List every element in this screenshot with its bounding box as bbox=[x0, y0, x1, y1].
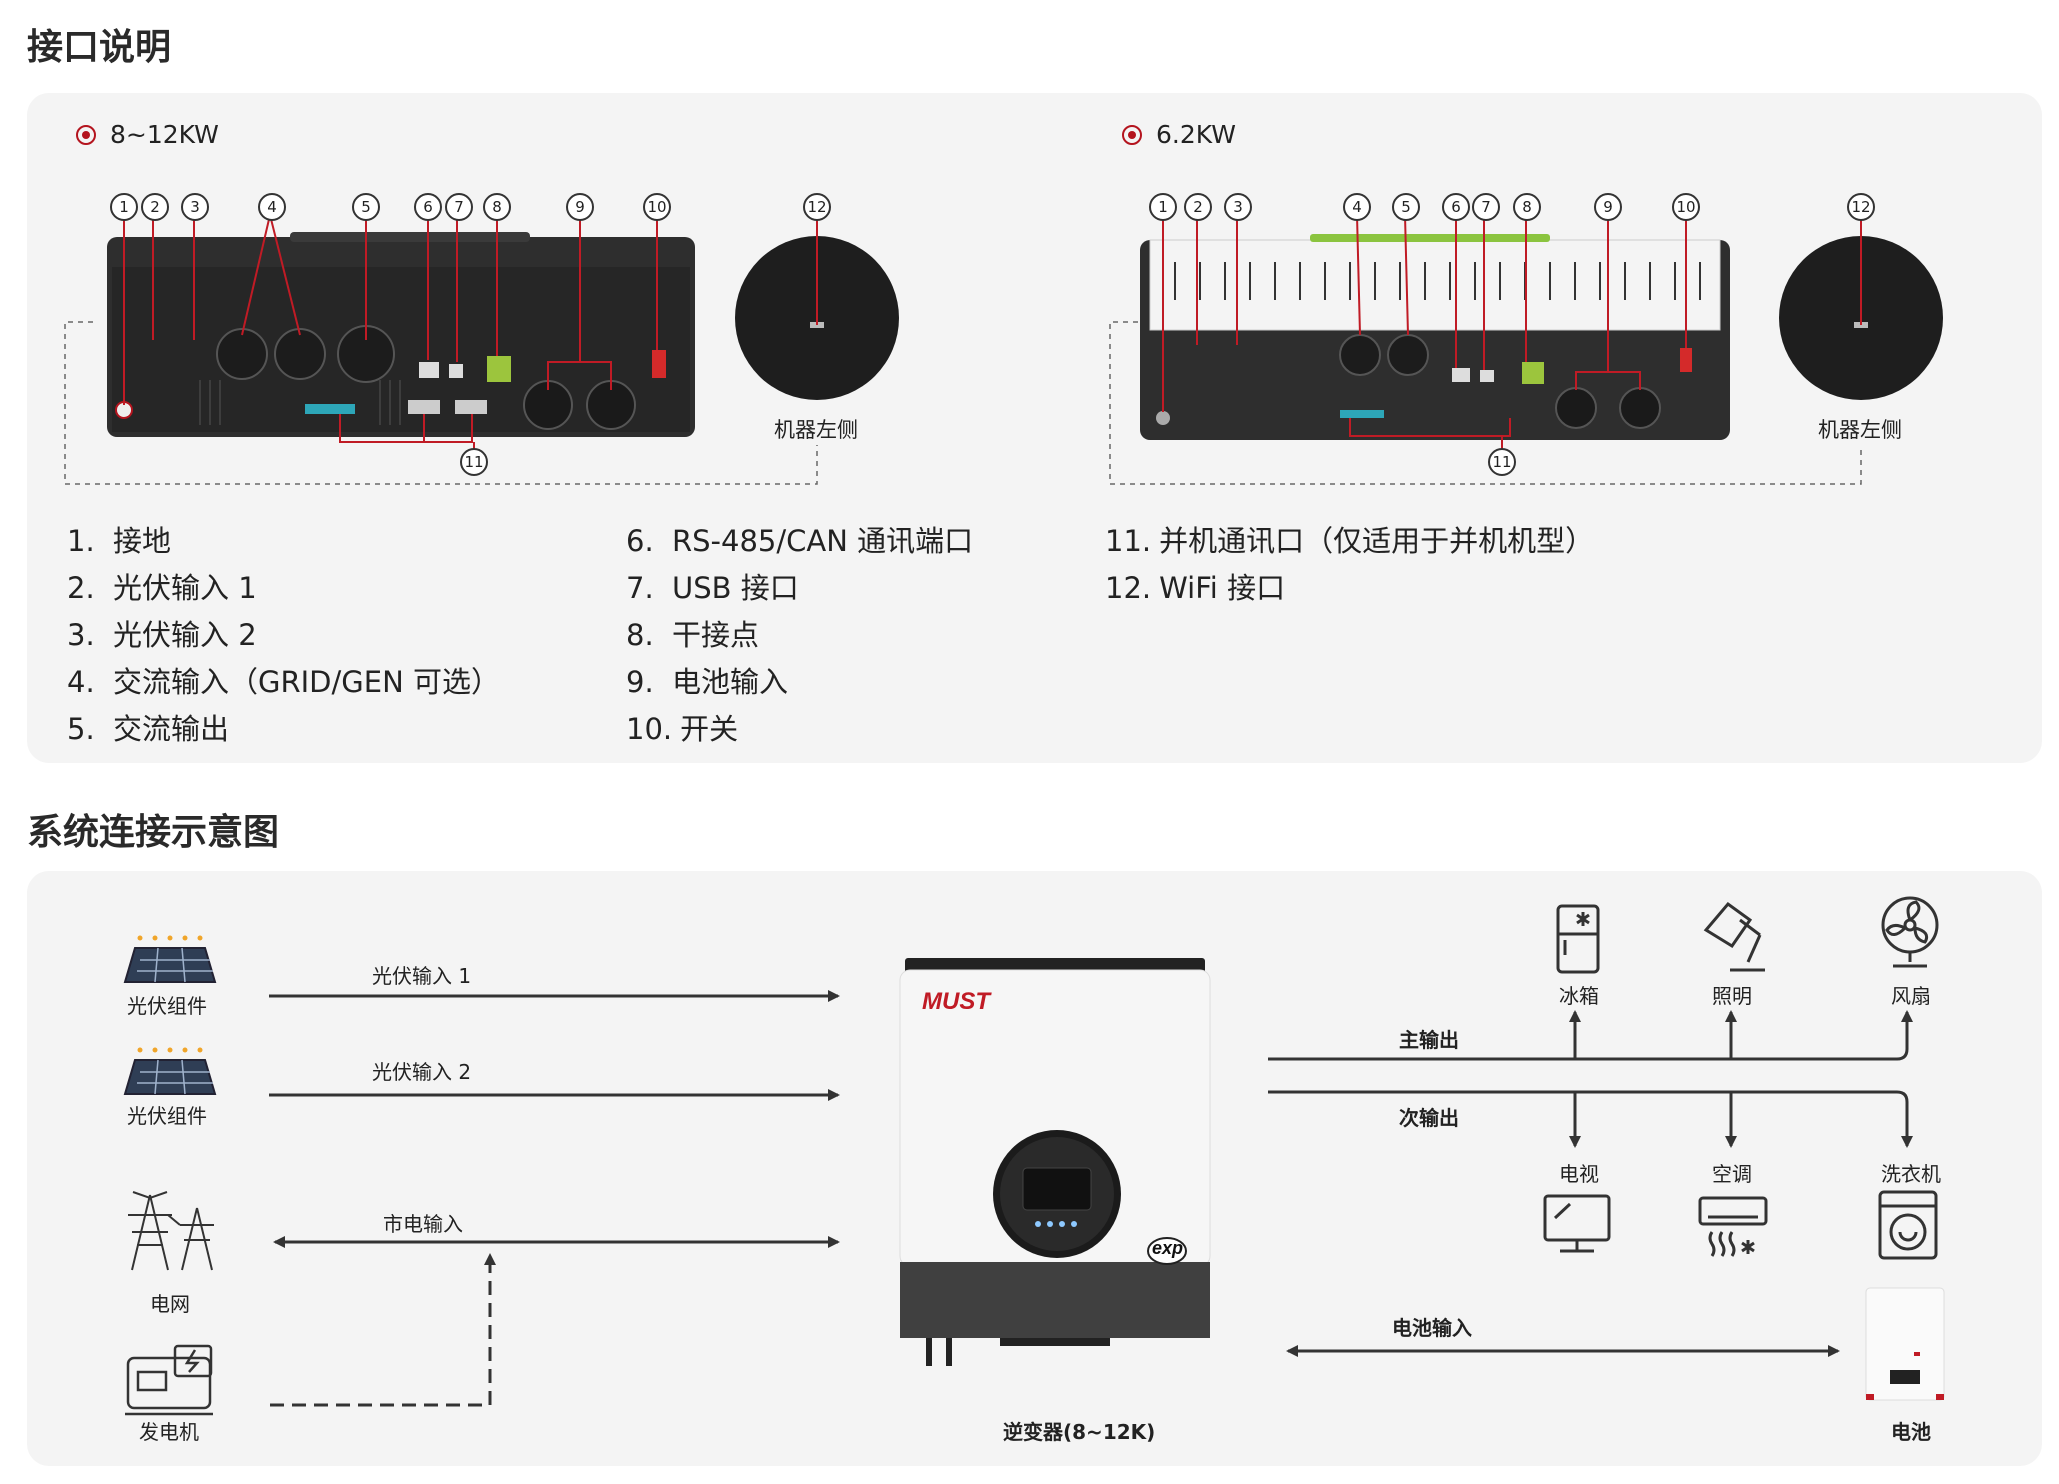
air-conditioner-icon bbox=[1698, 1196, 1768, 1257]
callout-4: 4 bbox=[1343, 193, 1371, 221]
callout-9: 9 bbox=[566, 193, 594, 221]
legend-item: 1.接地 bbox=[67, 524, 172, 558]
power-tower-icon bbox=[128, 1191, 214, 1271]
solar-panel-icon-2 bbox=[123, 1047, 217, 1095]
interface-devices-svg bbox=[64, 214, 1943, 485]
callout-10: 10 bbox=[1672, 193, 1700, 221]
washer-label: 洗衣机 bbox=[1881, 1162, 1941, 1186]
callout-7: 7 bbox=[445, 193, 473, 221]
legend-item: 7.USB 接口 bbox=[626, 571, 799, 605]
callout-1: 1 bbox=[110, 193, 138, 221]
ac-label: 空调 bbox=[1712, 1162, 1752, 1186]
radio-icon bbox=[1122, 124, 1142, 145]
legend-item: 12.WiFi 接口 bbox=[1105, 571, 1286, 605]
battery-label: 电池 bbox=[1891, 1420, 1931, 1444]
main-output-label: 主输出 bbox=[1399, 1028, 1459, 1052]
callout-8: 8 bbox=[483, 193, 511, 221]
generator-label: 发电机 bbox=[139, 1420, 199, 1444]
sub-output-label: 次输出 bbox=[1399, 1106, 1459, 1130]
legend-item: 6.RS-485/CAN 通讯端口 bbox=[626, 524, 974, 558]
lamp-icon bbox=[1703, 901, 1765, 972]
inverter-device bbox=[899, 958, 1211, 1366]
callout-3: 3 bbox=[181, 193, 209, 221]
callout-5: 5 bbox=[1392, 193, 1420, 221]
tv-label: 电视 bbox=[1559, 1162, 1599, 1186]
legend-item: 4.交流输入（GRID/GEN 可选） bbox=[67, 665, 500, 699]
washing-machine-icon bbox=[1878, 1190, 1938, 1260]
section-title-interface: 接口说明 bbox=[27, 27, 172, 68]
generator-icon bbox=[125, 1344, 213, 1416]
battery-input-label: 电池输入 bbox=[1392, 1316, 1472, 1340]
legend-item: 11.并机通讯口（仅适用于并机机型） bbox=[1105, 524, 1595, 558]
model-b-text: 6.2KW bbox=[1156, 120, 1236, 149]
arrow-label-pv1: 光伏输入 1 bbox=[372, 964, 472, 988]
callout-9: 9 bbox=[1594, 193, 1622, 221]
callout-6: 6 bbox=[414, 193, 442, 221]
arrow-label-pv2: 光伏输入 2 bbox=[372, 1060, 472, 1084]
side-caption-a: 机器左侧 bbox=[774, 418, 858, 442]
callout-2: 2 bbox=[141, 193, 169, 221]
callout-10: 10 bbox=[643, 193, 671, 221]
fan-label: 风扇 bbox=[1891, 984, 1931, 1008]
device-b-back-panel bbox=[1140, 234, 1730, 440]
callout-12: 12 bbox=[803, 193, 831, 221]
inverter-brand: MUST bbox=[922, 988, 990, 1015]
model-b-label: 6.2KW bbox=[1122, 120, 1236, 149]
solar-panel-icon-1 bbox=[123, 935, 217, 983]
side-caption-b: 机器左侧 bbox=[1818, 418, 1902, 442]
callout-11: 11 bbox=[460, 448, 488, 476]
fridge-icon bbox=[1556, 904, 1600, 974]
radio-icon bbox=[76, 124, 96, 145]
grid-label: 电网 bbox=[150, 1292, 190, 1316]
callout-2: 2 bbox=[1184, 193, 1212, 221]
arrow-label-grid: 市电输入 bbox=[383, 1212, 463, 1236]
callout-12: 12 bbox=[1847, 193, 1875, 221]
callout-6: 6 bbox=[1442, 193, 1470, 221]
callout-1: 1 bbox=[1149, 193, 1177, 221]
model-a-label: 8~12KW bbox=[76, 120, 219, 149]
callout-5: 5 bbox=[352, 193, 380, 221]
pv-panel-label-2: 光伏组件 bbox=[127, 1104, 207, 1128]
legend-item: 9.电池输入 bbox=[626, 665, 789, 699]
callout-3: 3 bbox=[1224, 193, 1252, 221]
legend-item: 2.光伏输入 1 bbox=[67, 571, 257, 605]
legend-item: 8.干接点 bbox=[626, 618, 760, 652]
inverter-badge: exp bbox=[1152, 1238, 1184, 1258]
legend-item: 3.光伏输入 2 bbox=[67, 618, 257, 652]
light-label: 照明 bbox=[1712, 984, 1752, 1008]
callout-11: 11 bbox=[1488, 448, 1516, 476]
battery-device-icon bbox=[1865, 1287, 1945, 1401]
section-title-connection: 系统连接示意图 bbox=[27, 812, 280, 853]
tv-icon bbox=[1543, 1194, 1611, 1253]
legend-item: 10.开关 bbox=[626, 712, 739, 746]
callout-7: 7 bbox=[1472, 193, 1500, 221]
callout-8: 8 bbox=[1513, 193, 1541, 221]
fridge-label: 冰箱 bbox=[1559, 984, 1599, 1008]
model-a-text: 8~12KW bbox=[110, 120, 219, 149]
callout-4: 4 bbox=[258, 193, 286, 221]
inverter-label: 逆变器(8~12K) bbox=[1003, 1420, 1156, 1444]
pv-panel-label-1: 光伏组件 bbox=[127, 994, 207, 1018]
legend-item: 5.交流输出 bbox=[67, 712, 230, 746]
fan-icon bbox=[1881, 896, 1939, 968]
